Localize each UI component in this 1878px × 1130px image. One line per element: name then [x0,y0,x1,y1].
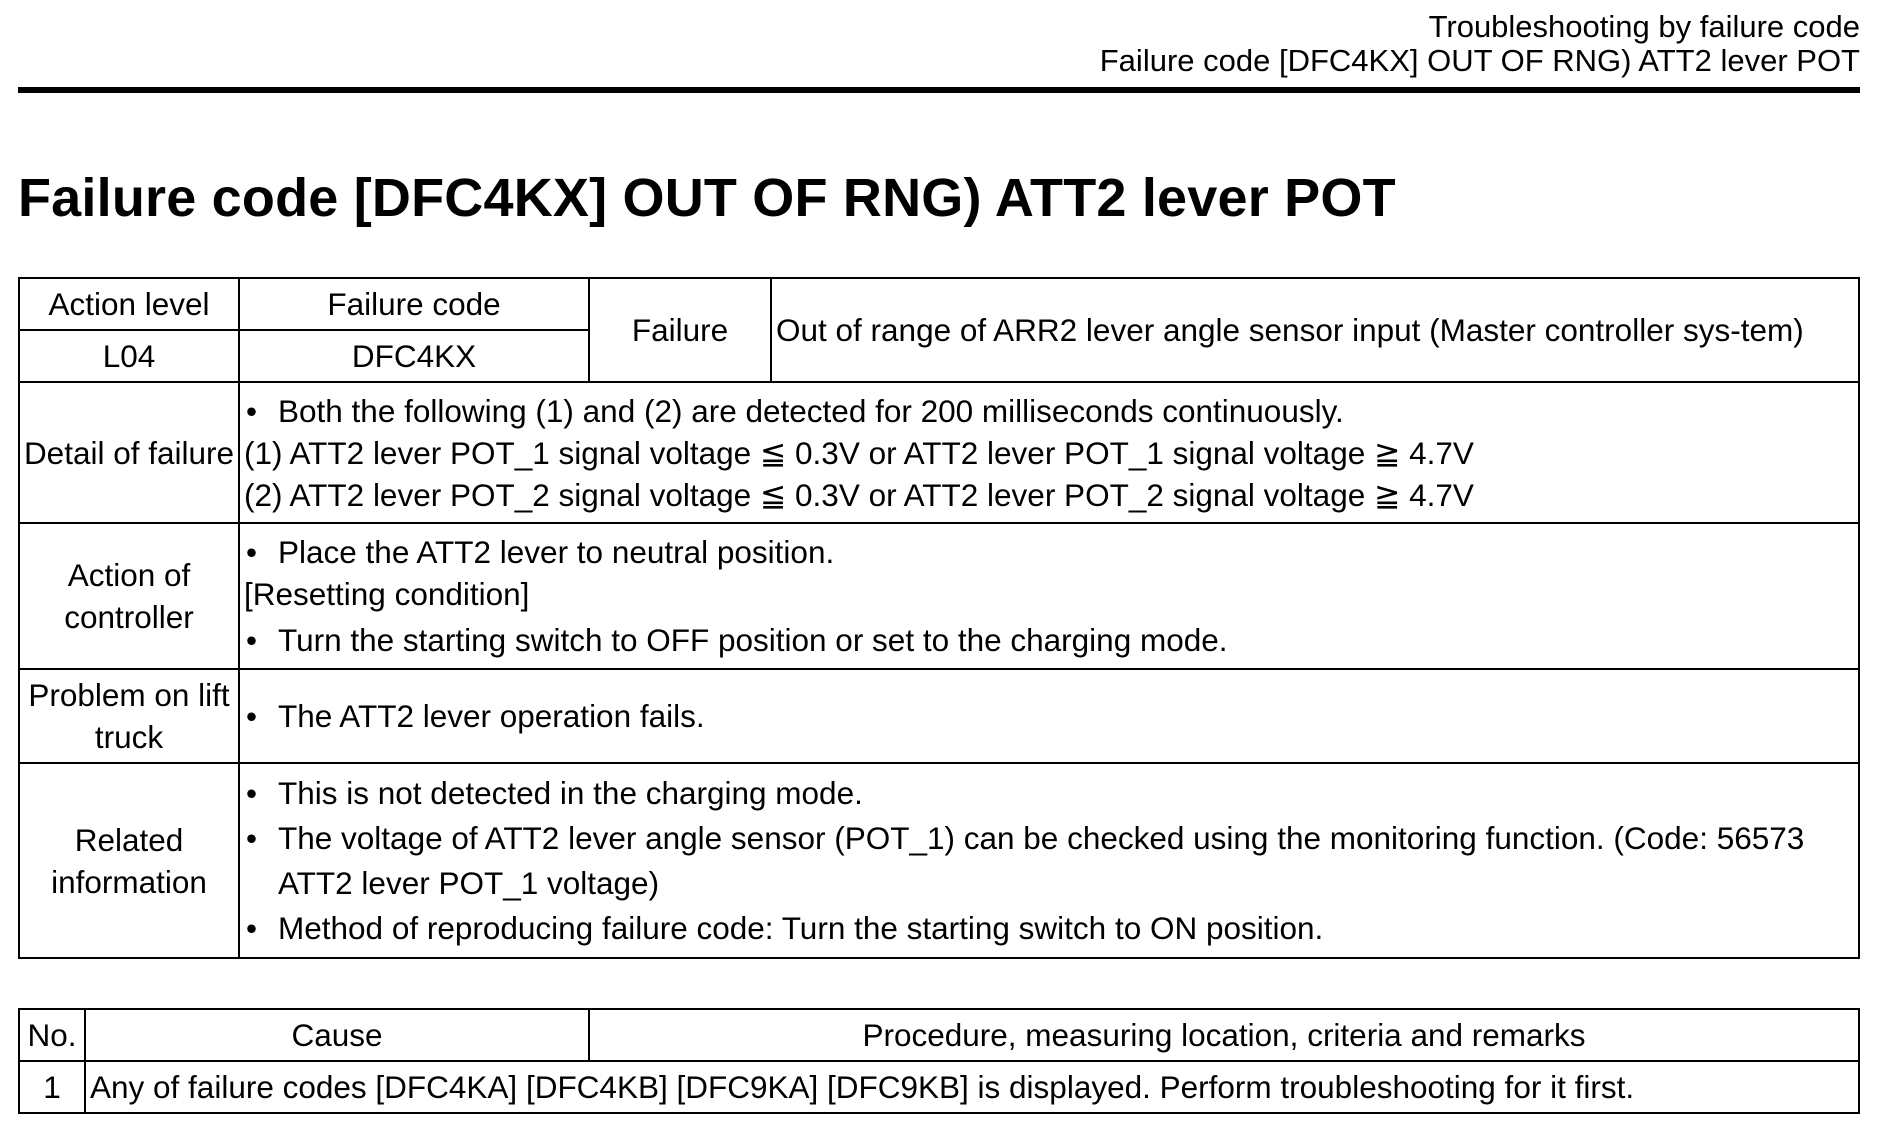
related-bullet-item: • This is not detected in the charging m… [240,771,1858,816]
related-bullet-text-3: Method of reproducing failure code: Turn… [278,909,1324,946]
row-number: 1 [18,1060,86,1114]
detail-bullet-text: Both the following (1) and (2) are detec… [278,392,1344,429]
running-header: Troubleshooting by failure code Failure … [1100,10,1860,78]
action-bullet-text: Place the ATT2 lever to neutral position… [278,534,835,570]
failure-code-value: DFC4KX [238,329,590,383]
action-level-value: L04 [18,329,240,383]
col-header-no: No. [18,1008,86,1062]
failure-code-label: Failure code [238,277,590,331]
related-label: Related information [18,762,240,959]
col-header-cause: Cause [84,1008,590,1062]
row-cause-text: Any of failure codes [DFC4KA] [DFC4KB] [… [84,1060,1860,1114]
resetting-condition-heading: [Resetting condition] [244,576,530,612]
page-title: Failure code [DFC4KX] OUT OF RNG) ATT2 l… [18,168,1396,228]
failure-label: Failure [588,277,772,383]
action-level-label: Action level [18,277,240,331]
detail-label: Detail of failure [18,381,240,524]
header-subsection: Failure code [DFC4KX] OUT OF RNG) ATT2 l… [1099,43,1860,78]
bullet-icon: • [246,698,258,734]
action-label: Action of controller [18,522,240,670]
problem-content: • The ATT2 lever operation fails. [238,668,1860,764]
related-bullet-item: • The voltage of ATT2 lever angle sensor… [240,816,1858,906]
action-bullet-item: • Turn the starting switch to OFF positi… [240,619,1858,661]
detail-bullet-item: • Both the following (1) and (2) are det… [240,390,1858,432]
related-bullet-text-1: This is not detected in the charging mod… [278,774,863,811]
bullet-icon: • [246,819,258,856]
related-bullet-text-2: The voltage of ATT2 lever angle sensor (… [278,819,1805,901]
reset-bullet-text: Turn the starting switch to OFF position… [278,622,1228,658]
related-bullet-item: • Method of reproducing failure code: Tu… [240,906,1858,951]
bullet-icon: • [246,622,258,658]
header-section: Troubleshooting by failure code [1428,9,1860,44]
col-header-procedure: Procedure, measuring location, criteria … [588,1008,1860,1062]
bullet-icon: • [246,534,258,570]
problem-bullet-item: • The ATT2 lever operation fails. [240,695,1858,737]
failure-description: Out of range of ARR2 lever angle sensor … [770,277,1860,383]
bullet-icon: • [246,392,258,429]
detail-condition-2: (2) ATT2 lever POT_2 signal voltage ≦ 0.… [244,476,1474,513]
detail-condition-1: (1) ATT2 lever POT_1 signal voltage ≦ 0.… [244,434,1474,471]
bullet-icon: • [246,909,258,946]
action-content: • Place the ATT2 lever to neutral positi… [238,522,1860,670]
problem-bullet-text: The ATT2 lever operation fails. [278,698,705,734]
failure-info-table: Action level Failure code Failure Out of… [18,277,1860,959]
action-bullet-item: • Place the ATT2 lever to neutral positi… [240,531,1858,573]
related-content: • This is not detected in the charging m… [238,762,1860,959]
problem-label: Problem on lift truck [18,668,240,764]
detail-content: • Both the following (1) and (2) are det… [238,381,1860,524]
header-divider [18,87,1860,93]
table-row: 1 Any of failure codes [DFC4KA] [DFC4KB]… [18,1060,1860,1114]
cause-table: No. Cause Procedure, measuring location,… [18,1008,1860,1114]
bullet-icon: • [246,774,258,811]
